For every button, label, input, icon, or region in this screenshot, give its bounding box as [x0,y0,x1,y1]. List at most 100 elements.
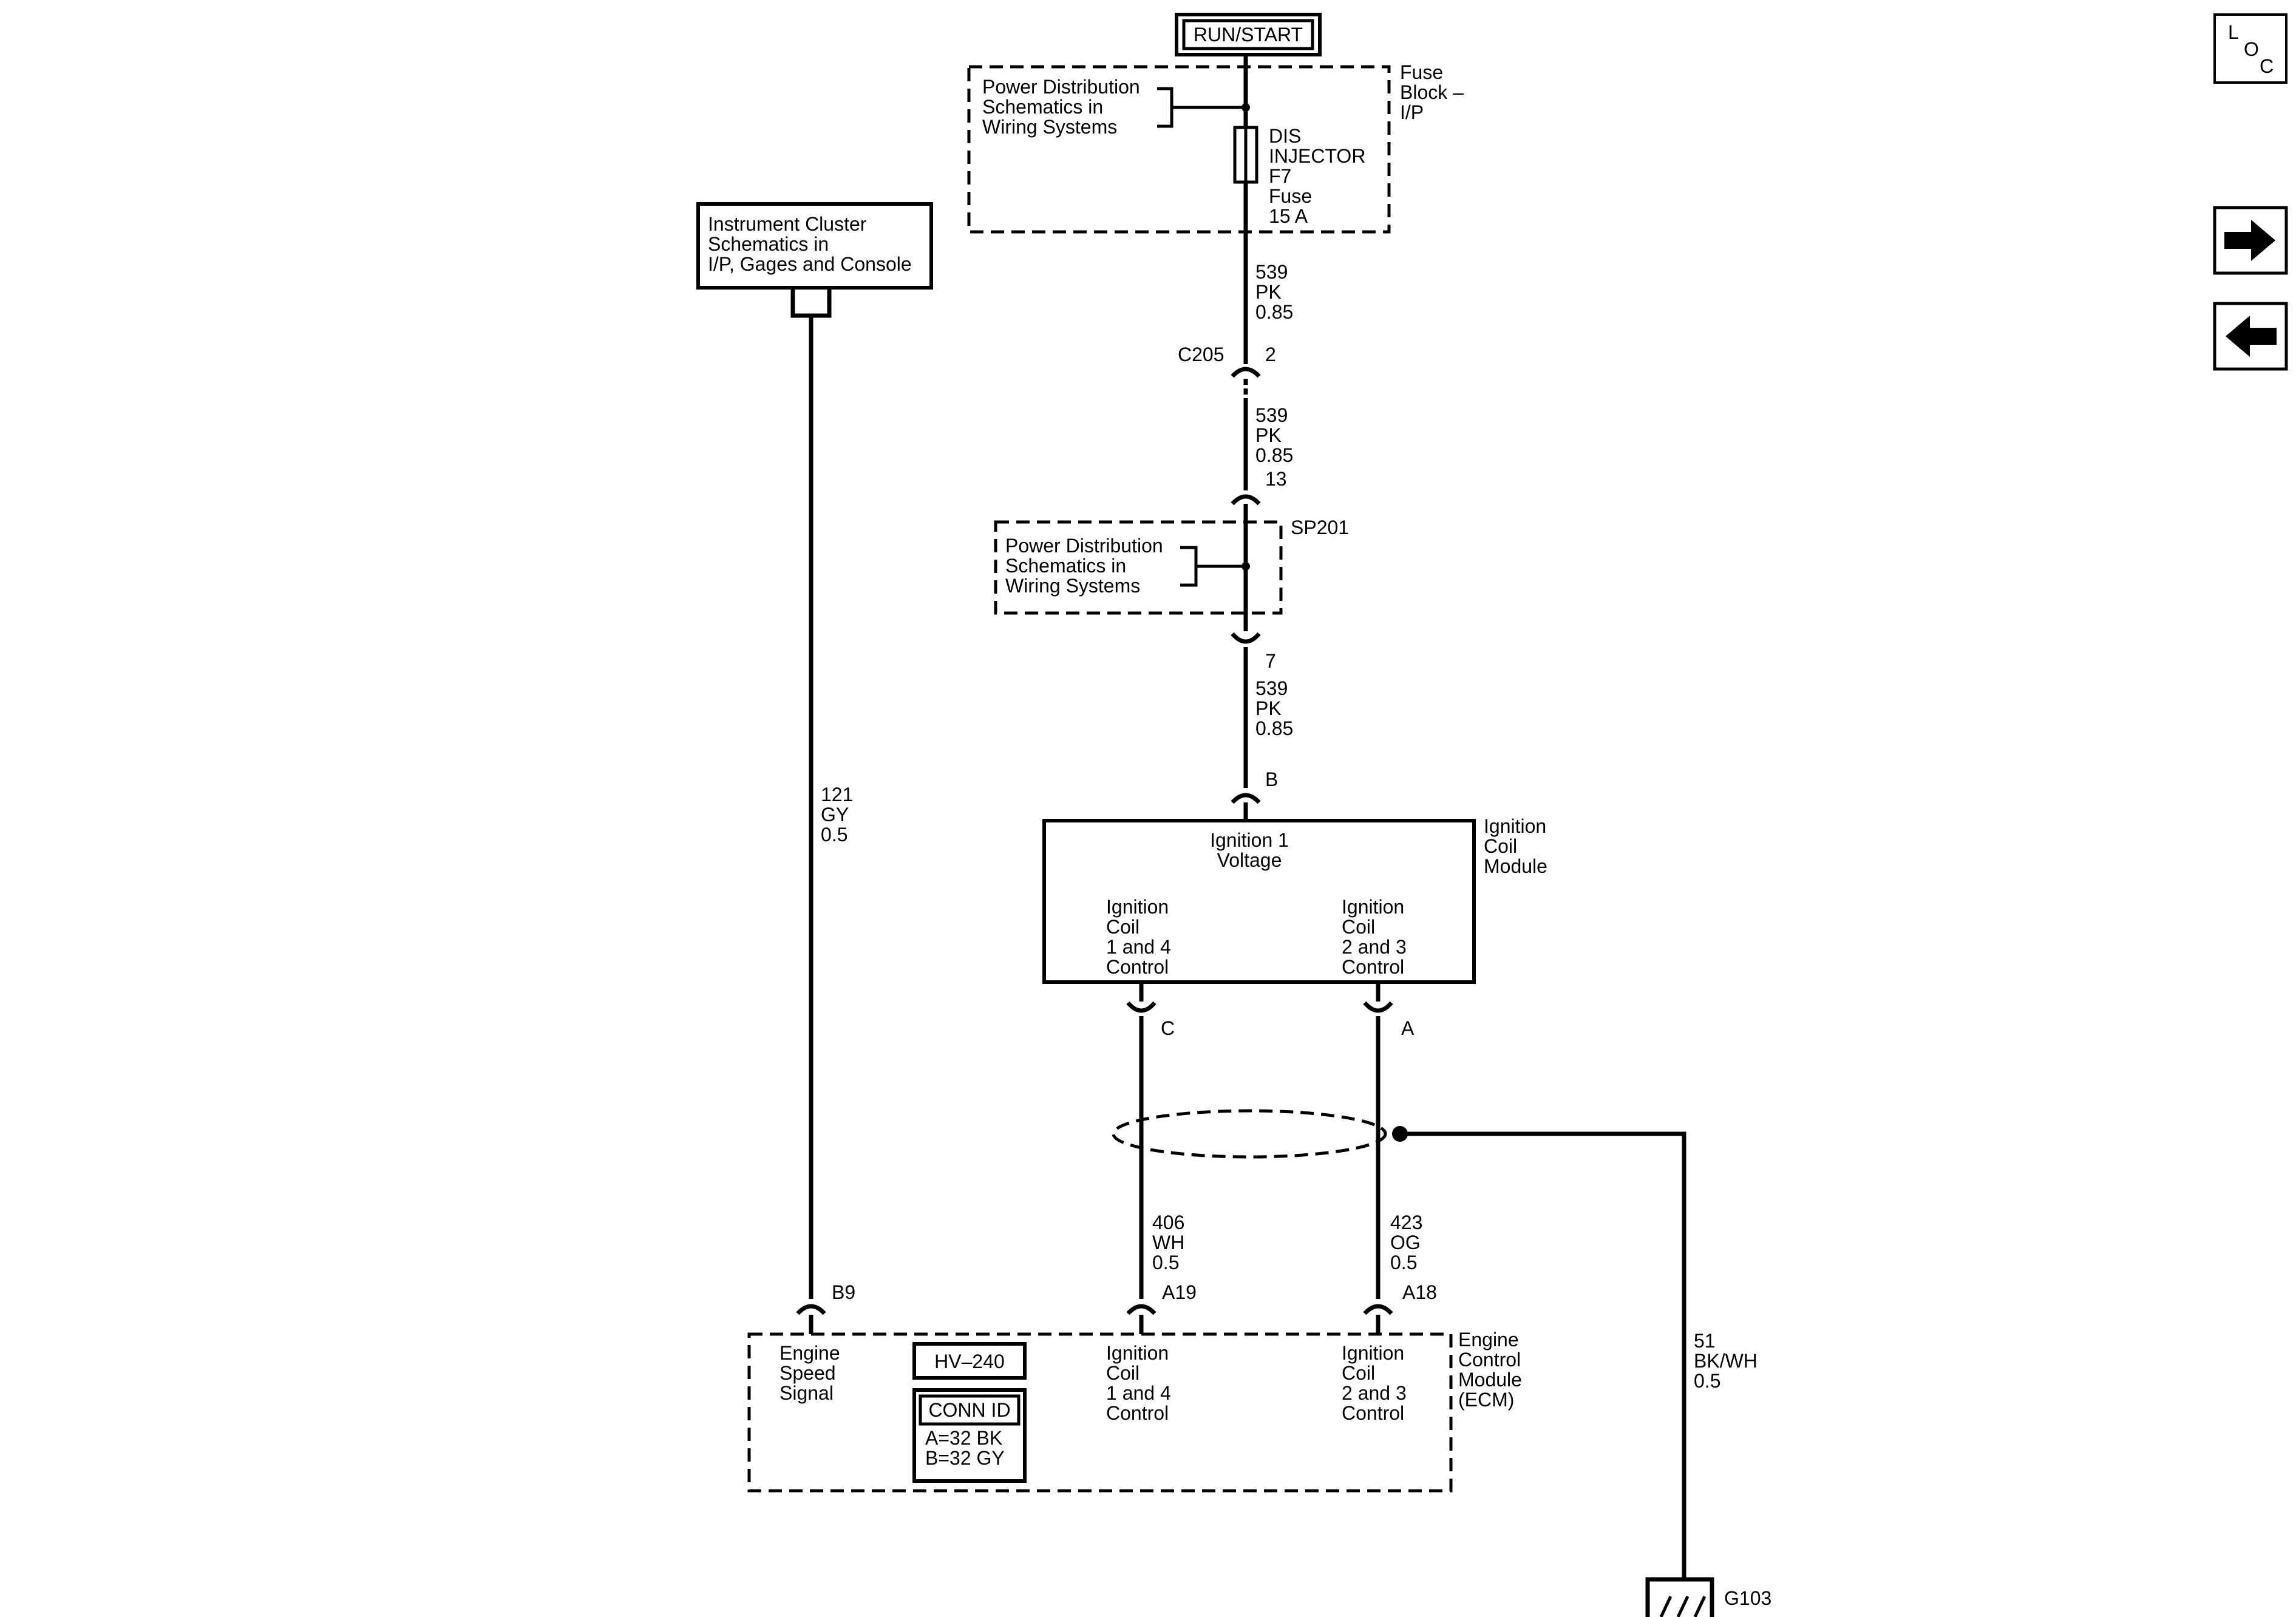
svg-text:0.85: 0.85 [1255,301,1293,323]
ground-g103-symbol [1645,1577,1714,1617]
svg-text:(ECM): (ECM) [1458,1389,1514,1411]
svg-text:0.5: 0.5 [1390,1252,1417,1273]
svg-text:O: O [2244,38,2259,60]
previous-page-button[interactable] [2213,302,2288,371]
icm-coil-2-3-label: Ignition Coil 2 and 3 Control [1342,896,1407,978]
svg-text:Control: Control [1342,1402,1404,1424]
wire-406-label: 406 WH 0.5 [1152,1212,1184,1273]
svg-text:Control: Control [1106,1402,1169,1424]
svg-text:Module: Module [1458,1369,1522,1391]
svg-text:423: 423 [1390,1212,1422,1233]
svg-text:Schematics in: Schematics in [982,96,1103,118]
svg-text:Coil: Coil [1106,916,1140,938]
svg-text:0.85: 0.85 [1255,717,1293,739]
svg-text:C: C [2260,55,2274,77]
svg-text:Fuse: Fuse [1400,61,1443,83]
wire-539-label-3: 539 PK 0.85 [1255,677,1293,739]
connector-c205-label: C205 [1178,344,1224,365]
svg-text:406: 406 [1152,1212,1184,1233]
fuse-block-outline [967,65,1391,234]
svg-text:Wiring Systems: Wiring Systems [982,116,1117,138]
next-page-button[interactable] [2213,206,2288,275]
svg-text:WH: WH [1152,1232,1184,1253]
wire-539-label-1: 539 PK 0.85 [1255,261,1293,323]
svg-text:Schematics in: Schematics in [708,233,829,255]
connector-c205-pin-2: 2 [1265,344,1276,365]
svg-text:Fuse: Fuse [1269,185,1312,207]
wire-423-label: 423 OG 0.5 [1390,1212,1422,1273]
svg-text:Engine: Engine [1458,1329,1519,1351]
svg-text:CONN ID: CONN ID [928,1399,1010,1421]
svg-text:1 and 4: 1 and 4 [1106,1382,1171,1404]
svg-text:121: 121 [821,784,853,805]
svg-text:Block –: Block – [1400,81,1464,103]
ignition-coil-module-label: Ignition Coil Module [1484,815,1547,877]
connector-pin-7-terminal [1231,632,1261,644]
svg-text:HV–240: HV–240 [934,1351,1005,1372]
svg-text:Module: Module [1484,855,1547,877]
svg-text:Schematics in: Schematics in [1005,555,1126,577]
power-distribution-ref-splice: Power Distribution Schematics in Wiring … [1005,535,1246,597]
connector-b9-label: B9 [832,1281,855,1303]
svg-text:PK: PK [1255,281,1282,303]
svg-text:RUN/START: RUN/START [1194,24,1303,46]
wire-121-label: 121 GY 0.5 [821,784,853,846]
svg-text:0.85: 0.85 [1255,444,1293,466]
ecm-outline [747,1332,1453,1493]
connector-pin-7: 7 [1265,650,1276,672]
ecm-coil-1-4-label: Ignition Coil 1 and 4 Control [1106,1342,1171,1424]
svg-text:Engine: Engine [779,1342,840,1364]
icm-coil-1-4-label: Ignition Coil 1 and 4 Control [1106,896,1171,978]
fuse-f7 [1233,126,1258,184]
connector-a18-terminal [1363,1304,1393,1315]
svg-text:I/P, Gages and Console: I/P, Gages and Console [708,253,912,275]
svg-text:15 A: 15 A [1269,205,1308,227]
svg-text:PK: PK [1255,697,1282,719]
fuse-block-label: Fuse Block – I/P [1400,61,1464,123]
svg-text:Ignition: Ignition [1342,896,1404,918]
svg-text:Coil: Coil [1106,1362,1140,1384]
svg-text:Instrument Cluster: Instrument Cluster [708,213,867,235]
svg-text:Power Distribution: Power Distribution [982,76,1140,98]
splice-sp201-outline [994,520,1283,615]
ignition-coil-module-box [1042,819,1476,984]
svg-text:0.5: 0.5 [1152,1252,1179,1273]
svg-text:A=32 BK: A=32 BK [925,1427,1002,1449]
ecm-label: Engine Control Module (ECM) [1458,1329,1522,1411]
splice-sp201-label: SP201 [1291,517,1349,538]
ecm-coil-2-3-label: Ignition Coil 2 and 3 Control [1342,1342,1407,1424]
svg-text:PK: PK [1255,424,1282,446]
svg-text:Ignition: Ignition [1106,1342,1169,1364]
connector-b-terminal [1231,793,1261,804]
connector-c-terminal [1126,1001,1156,1013]
svg-text:Speed: Speed [779,1362,836,1384]
svg-text:Ignition 1: Ignition 1 [1210,829,1289,851]
connector-a19-label: A19 [1162,1281,1197,1303]
svg-text:Coil: Coil [1342,1362,1375,1384]
svg-text:I/P: I/P [1400,101,1424,123]
arrow-right-icon [2224,220,2275,261]
connector-b9-terminal [796,1304,826,1315]
ground-g103-label: G103 [1724,1587,1771,1609]
svg-text:B=32 GY: B=32 GY [925,1447,1005,1469]
svg-text:2 and 3: 2 and 3 [1342,1382,1407,1404]
svg-text:539: 539 [1255,261,1288,283]
loc-button[interactable]: L O C [2213,13,2288,84]
connector-a-label: A [1401,1017,1415,1039]
wire-51-label: 51 BK/WH 0.5 [1694,1330,1758,1392]
svg-text:Coil: Coil [1484,835,1517,857]
twisted-pair-shield [1112,1109,1387,1159]
connector-a-terminal [1363,1001,1393,1013]
svg-text:Ignition: Ignition [1484,815,1546,837]
svg-text:Control: Control [1458,1349,1521,1371]
svg-text:Signal: Signal [779,1382,834,1404]
connector-pin-13-terminal [1231,494,1261,506]
svg-text:Ignition: Ignition [1106,896,1169,918]
svg-text:2 and 3: 2 and 3 [1342,936,1407,958]
svg-text:539: 539 [1255,404,1288,426]
svg-text:OG: OG [1390,1232,1421,1253]
ecm-hv-240-badge: HV–240 [912,1342,1027,1380]
svg-text:Coil: Coil [1342,916,1375,938]
ecm-engine-speed-signal-label: Engine Speed Signal [779,1342,840,1404]
